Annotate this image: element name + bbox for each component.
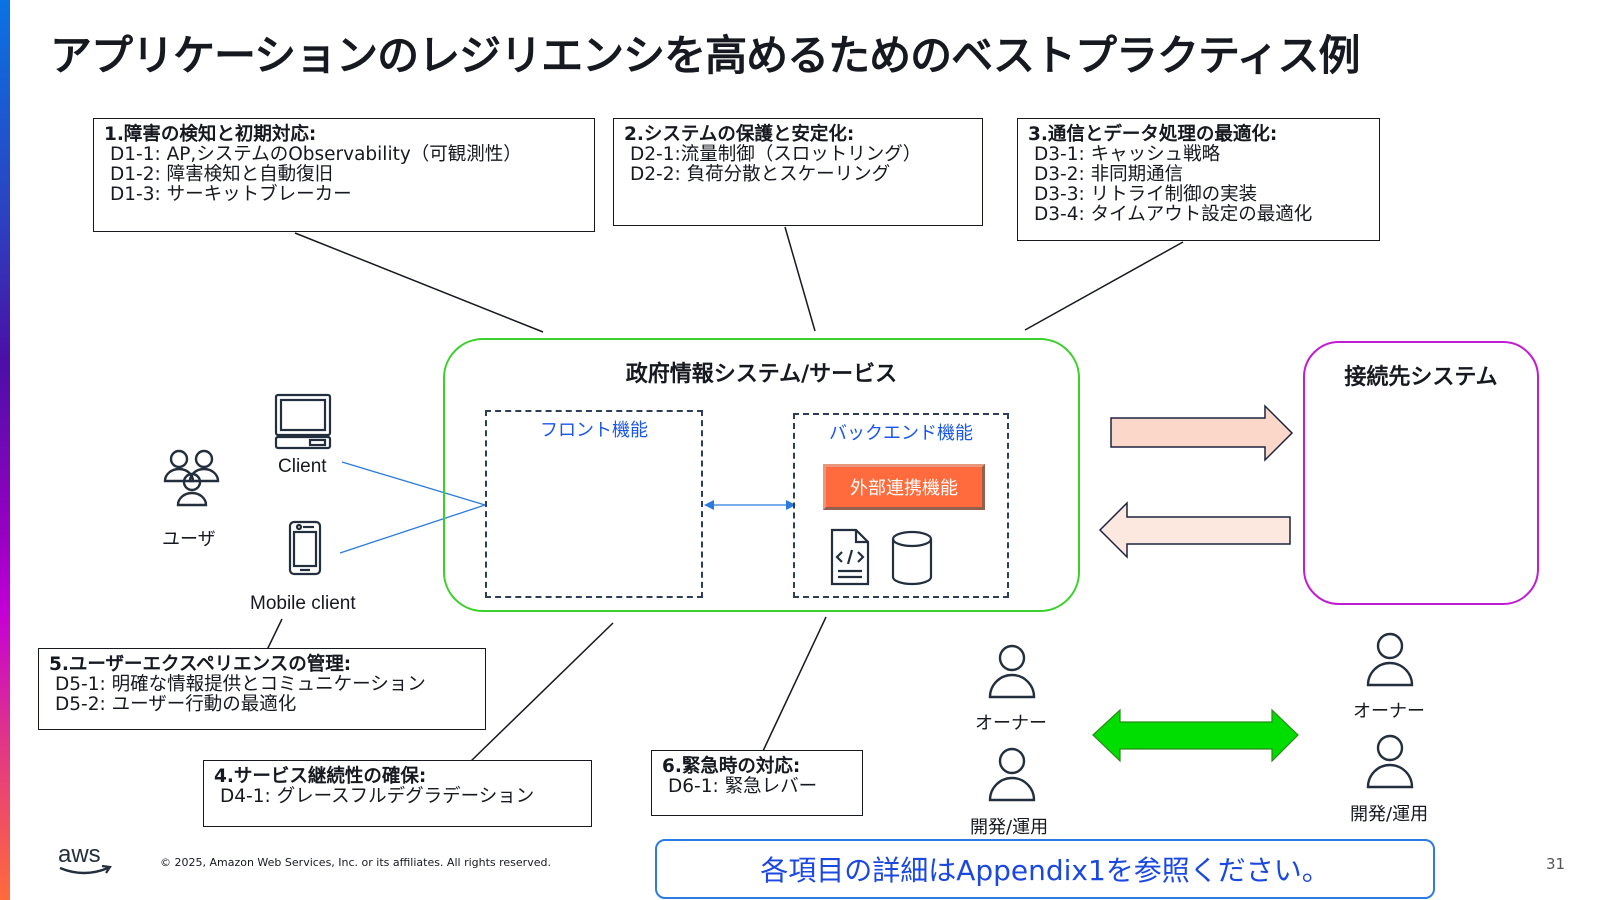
database-icon (891, 530, 933, 586)
desktop-client-icon (274, 393, 332, 450)
owner-label-right: オーナー (1353, 701, 1425, 722)
owner-label-left: オーナー (975, 713, 1047, 734)
client-label: Client (278, 456, 327, 477)
government-system-title: 政府情報システム/サービス (625, 362, 898, 387)
page-number: 31 (1546, 855, 1566, 873)
connector-line-6 (762, 616, 827, 752)
connected-system-container: 接続先システム (1303, 341, 1539, 605)
accent-bar (0, 0, 10, 900)
callout-item: D2-1:流量制御（スロットリング） (630, 144, 922, 165)
callout-item: D3-2: 非同期通信 (1034, 164, 1184, 185)
aws-logo: aws (58, 841, 112, 875)
backend-function-label: バックエンド機能 (829, 423, 973, 444)
green-double-arrow (1092, 708, 1299, 763)
backend-function-box: バックエンド機能 (793, 413, 1009, 598)
callout-2-protection: 2.システムの保護と安定化: D2-1:流量制御（スロットリング） D2-2: … (613, 118, 983, 226)
callout-item: D2-2: 負荷分散とスケーリング (630, 164, 891, 185)
external-integration-function: 外部連携機能 (823, 464, 985, 510)
owner-person-icon (988, 644, 1036, 699)
users-group-icon (163, 449, 220, 507)
callout-item: D4-1: グレースフルデグラデーション (220, 786, 535, 807)
callout-item: D5-1: 明確な情報提供とコミュニケーション (55, 674, 426, 695)
callout-item: D1-1: AP,システムのObservability（可観測性） (110, 144, 522, 165)
frontend-function-label: フロント機能 (540, 420, 648, 441)
callout-title: 5.ユーザーエクスペリエンスの管理: (49, 654, 352, 675)
callout-1-detection: 1.障害の検知と初期対応: D1-1: AP,システムのObservabilit… (93, 118, 595, 232)
inbound-arrow (1098, 501, 1291, 559)
callout-item: D1-2: 障害検知と自動復旧 (110, 164, 334, 185)
callout-title: 4.サービス継続性の確保: (214, 766, 427, 787)
frontend-function-box: フロント機能 (485, 410, 703, 598)
callout-item: D1-3: サーキットブレーカー (110, 184, 352, 205)
callout-title: 3.通信とデータ処理の最適化: (1028, 124, 1278, 145)
outbound-arrow (1110, 404, 1294, 462)
callout-title: 1.障害の検知と初期対応: (104, 124, 317, 145)
aws-logo-text: aws (58, 841, 101, 868)
callout-item: D5-2: ユーザー行動の最適化 (55, 694, 297, 715)
devops-person-icon (1366, 734, 1414, 789)
mobile-client-label: Mobile client (250, 593, 356, 614)
devops-label-right: 開発/運用 (1350, 804, 1429, 825)
callout-item: D3-1: キャッシュ戦略 (1034, 144, 1221, 165)
appendix-note: 各項目の詳細はAppendix1を参照ください。 (655, 839, 1435, 899)
page-title: アプリケーションのレジリエンシを高めるためのベストプラクティス例 (50, 31, 1360, 80)
mobile-client-icon (288, 520, 322, 576)
source-code-file-icon (830, 528, 870, 586)
callout-4-continuity: 4.サービス継続性の確保: D4-1: グレースフルデグラデーション (203, 760, 592, 827)
devops-label-left: 開発/運用 (970, 817, 1049, 838)
devops-person-icon (988, 747, 1036, 802)
users-label: ユーザ (162, 529, 216, 550)
connector-line-2 (784, 226, 816, 332)
owner-person-icon (1366, 632, 1414, 687)
callout-item: D3-4: タイムアウト設定の最適化 (1034, 204, 1313, 225)
callout-6-emergency: 6.緊急時の対応: D6-1: 緊急レバー (651, 750, 863, 816)
connector-line-4 (469, 622, 614, 763)
connector-line-3 (1024, 241, 1184, 331)
government-system-container: 政府情報システム/サービス (443, 338, 1080, 612)
connected-system-title: 接続先システム (1344, 365, 1498, 390)
connector-line-1 (294, 232, 544, 333)
callout-item: D6-1: 緊急レバー (668, 776, 818, 797)
callout-title: 6.緊急時の対応: (662, 756, 801, 777)
copyright-text: © 2025, Amazon Web Services, Inc. or its… (160, 856, 551, 869)
connector-line-5 (266, 618, 283, 651)
callout-5-user-experience: 5.ユーザーエクスペリエンスの管理: D5-1: 明確な情報提供とコミュニケーシ… (38, 648, 486, 730)
callout-title: 2.システムの保護と安定化: (624, 124, 855, 145)
callout-item: D3-3: リトライ制御の実装 (1034, 184, 1258, 205)
callout-3-communication: 3.通信とデータ処理の最適化: D3-1: キャッシュ戦略 D3-2: 非同期通… (1017, 118, 1380, 241)
